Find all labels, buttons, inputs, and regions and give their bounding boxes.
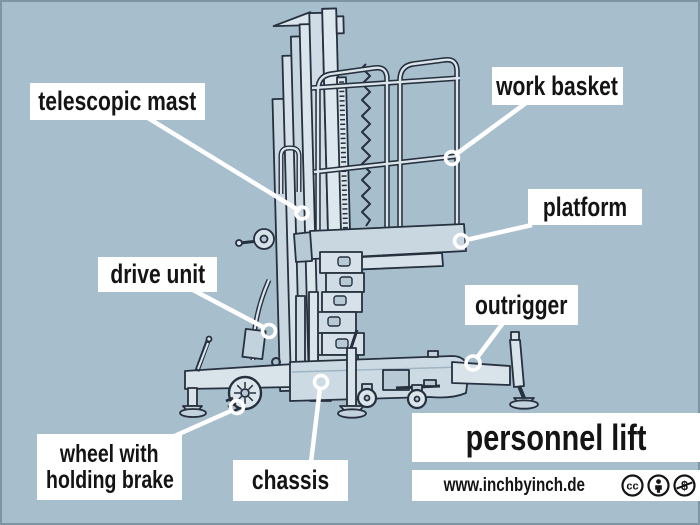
callout-ring-chassis: [312, 373, 330, 391]
label-wheel-line2: holding brake: [45, 466, 174, 494]
small-wheel-right-drawing: [406, 384, 428, 410]
diagram-title-text: personnel lift: [465, 416, 647, 458]
right-outrigger-jack-drawing: [509, 331, 539, 410]
callout-ring-outrigger: [464, 354, 482, 372]
label-outrigger: outrigger: [465, 285, 578, 325]
mast-handle-drawing: [278, 145, 302, 194]
callout-ring-platform: [452, 232, 470, 250]
label-chassis: chassis: [233, 460, 348, 501]
non-commercial-icon: $: [673, 474, 696, 497]
cc-icon: cc: [621, 474, 644, 497]
label-outrigger-text: outrigger: [475, 289, 568, 320]
license-icons: cc $: [620, 470, 697, 501]
label-wheel-line1: wheel with: [60, 439, 159, 468]
callout-line-outrigger: [474, 321, 505, 361]
label-platform-text: platform: [542, 191, 628, 222]
label-platform: platform: [528, 189, 642, 225]
callout-line-drive-unit: [191, 288, 267, 330]
callout-line-telescopic-mast: [146, 116, 302, 213]
callout-line-chassis: [308, 387, 323, 463]
callout-line-work-basket: [453, 101, 528, 157]
callout-line-wheel: [169, 407, 234, 441]
footer-bar: www.inchbyinch.de cc $: [412, 470, 700, 501]
callout-ring-work-basket: [443, 149, 461, 167]
chassis-drawing: [184, 350, 511, 402]
label-work-basket-text: work basket: [496, 70, 619, 101]
drive-unit-drawing: [241, 278, 319, 367]
website-url: www.inchbyinch.de: [443, 474, 585, 496]
work-basket-drawing: [311, 56, 461, 241]
attribution-icon: [647, 474, 670, 497]
small-wheel-left-drawing: [356, 383, 378, 409]
label-chassis-text: chassis: [251, 465, 330, 496]
left-outrigger-jack-drawing: [179, 335, 213, 418]
label-telescopic-mast: telescopic mast: [30, 83, 205, 120]
label-drive-unit: drive unit: [98, 257, 217, 292]
callout-ring-wheel: [228, 398, 246, 416]
label-work-basket: work basket: [492, 67, 623, 105]
winch-crank-drawing: [235, 228, 275, 250]
callout-line-platform: [465, 222, 533, 243]
callout-ring-drive-unit: [260, 322, 278, 340]
label-drive-unit-text: drive unit: [110, 259, 205, 290]
label-telescopic-mast-text: telescopic mast: [38, 86, 197, 117]
label-wheel-with-holding-brake: wheel with holding brake: [37, 434, 182, 500]
lift-chain-drawing: [361, 63, 371, 227]
center-jack-drawing: [337, 329, 367, 419]
diagram-title: personnel lift: [412, 413, 700, 462]
svg-text:cc: cc: [626, 480, 638, 492]
callout-ring-telescopic-mast: [294, 205, 310, 221]
